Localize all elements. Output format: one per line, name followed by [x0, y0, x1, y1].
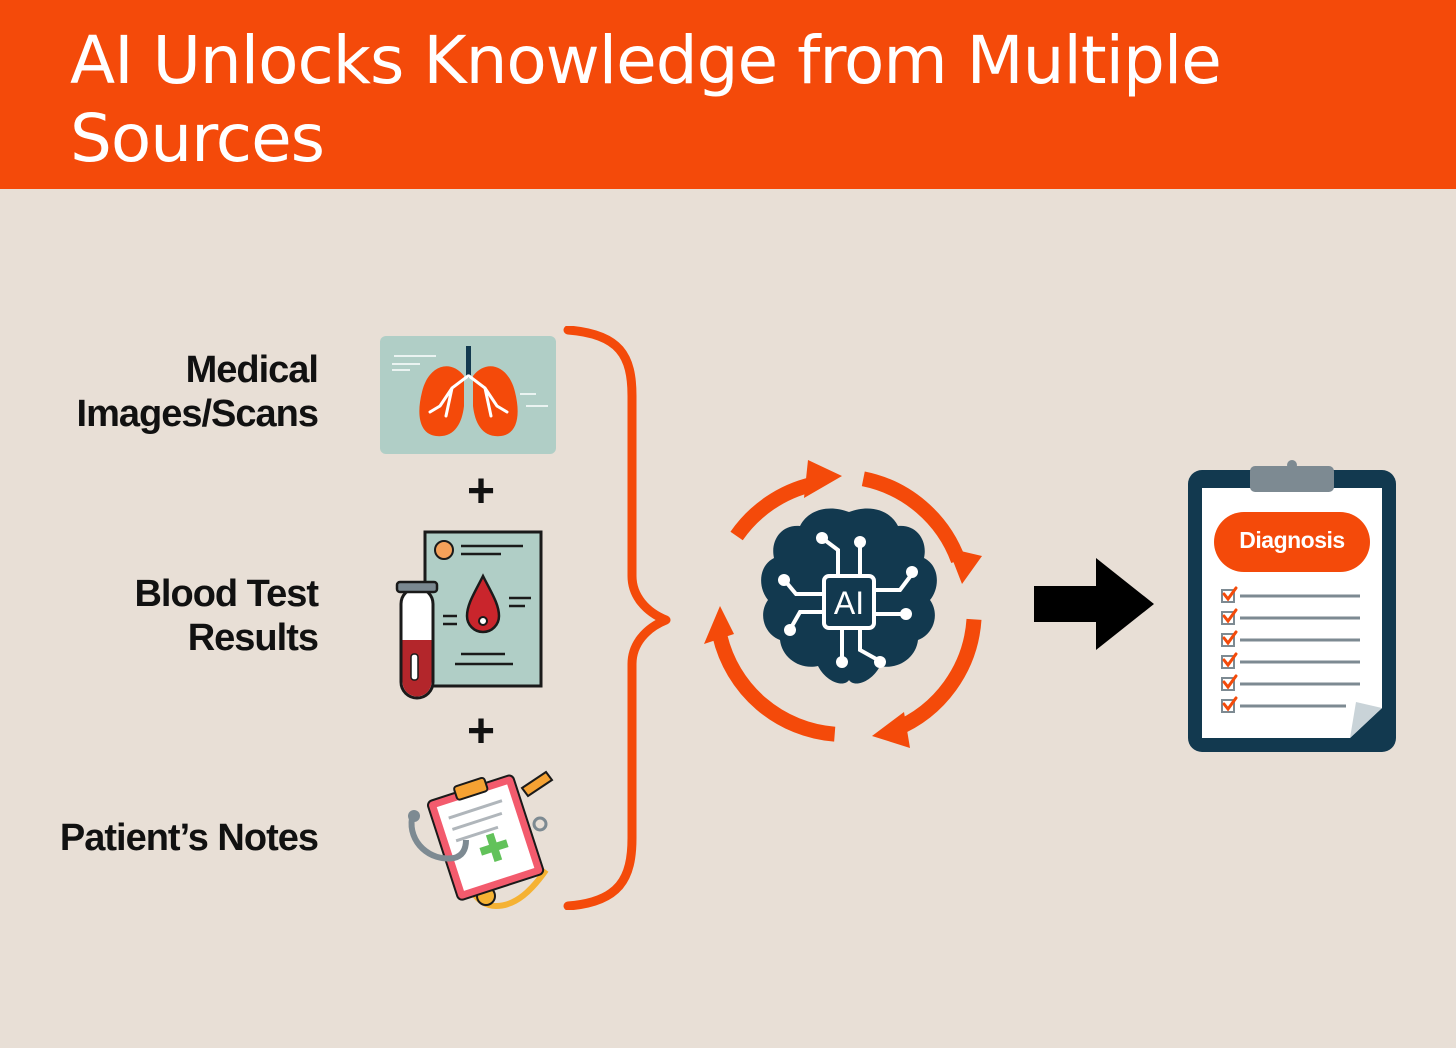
- header-banner: AI Unlocks Knowledge from Multiple Sourc…: [0, 0, 1456, 189]
- blood-test-icon: [395, 530, 543, 700]
- diagnosis-clipboard-icon: [1188, 460, 1396, 752]
- right-arrow-icon: [1034, 558, 1154, 650]
- plus-sign: +: [466, 705, 496, 758]
- grouping-brace: [563, 326, 671, 910]
- diagnosis-label: Diagnosis: [1239, 527, 1345, 553]
- ai-chip-label: AI: [834, 585, 864, 621]
- lungs-scan-icon: [380, 336, 556, 454]
- page-title: AI Unlocks Knowledge from Multiple Sourc…: [70, 22, 1222, 177]
- clipboard-stethoscope-icon: [408, 770, 554, 910]
- plus-sign: +: [466, 465, 496, 518]
- medical-images-label: Medical Images/Scans: [76, 349, 319, 435]
- patient-notes-label: Patient’s Notes: [59, 817, 319, 859]
- ai-brain-icon: AI: [704, 460, 982, 748]
- blood-test-label: Blood Test Results: [134, 573, 319, 659]
